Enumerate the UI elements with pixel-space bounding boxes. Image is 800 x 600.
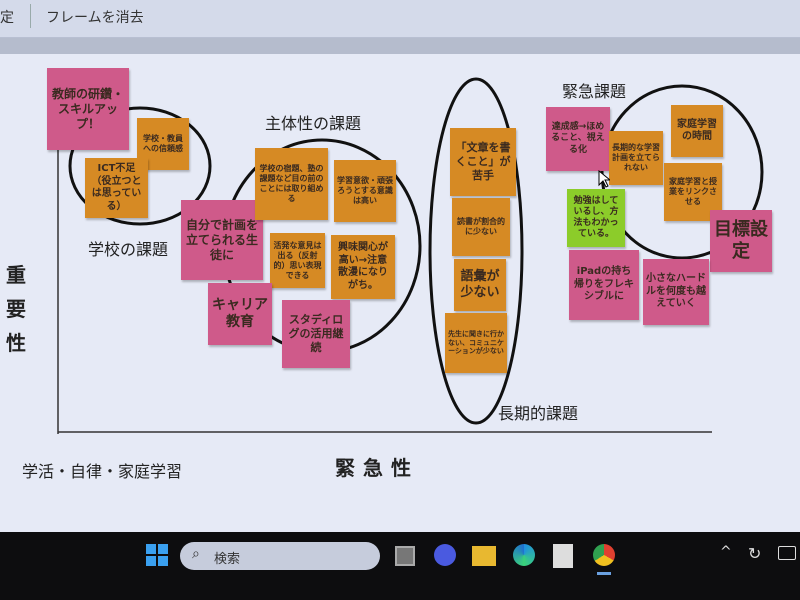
sticky-note[interactable]: 先生に聞きに行かない、コミュニケーションが少ない (445, 313, 507, 373)
toolbar: 定 フレームを消去 (0, 0, 800, 38)
label-urgent: 緊急課題 (562, 82, 627, 101)
search-icon: ⌕ (192, 546, 200, 562)
sticky-note[interactable]: キャリア教育 (208, 283, 272, 345)
toolbar-divider (30, 4, 31, 28)
sync-icon[interactable]: ↻ (748, 544, 762, 563)
sticky-note[interactable]: 語彙が少ない (454, 259, 506, 311)
edge-icon[interactable] (513, 544, 535, 566)
sticky-note[interactable]: 長期的な学習計画を立てられない (609, 131, 663, 185)
meet-icon[interactable] (434, 544, 456, 566)
sticky-note[interactable]: 目標設定 (710, 210, 772, 272)
slide-canvas: 学校の課題 主体性の課題 緊急課題 長期的課題 重要性 緊急性 学活・自律・家庭… (0, 54, 800, 532)
sticky-note[interactable]: 読書が割合的に少ない (452, 198, 510, 256)
label-longterm: 長期的課題 (498, 404, 579, 423)
ruler-strip (0, 38, 800, 54)
sticky-note[interactable]: 学習意欲・頑張ろうとする意識は高い (334, 160, 396, 222)
toolbar-item-partial[interactable]: 定 (0, 10, 14, 26)
windows-start-icon[interactable] (146, 544, 168, 570)
keyboard-icon[interactable] (778, 546, 796, 560)
active-app-indicator (597, 572, 611, 575)
task-view-icon[interactable] (395, 546, 415, 566)
taskbar-search-input[interactable]: ⌕ 検索 (180, 542, 380, 570)
label-school-issue: 学校の課題 (88, 240, 169, 259)
taskbar: ⌕ 検索 ^ ↻ (0, 532, 800, 600)
sticky-note[interactable]: 小さなハードルを何度も越えていく (643, 259, 709, 325)
chevron-up-icon[interactable]: ^ (720, 544, 732, 560)
sticky-note[interactable]: 「文章を書くこと」が苦手 (450, 128, 516, 196)
longterm-ellipse (428, 77, 524, 425)
sticky-note[interactable]: 達成感→ほめること、視える化 (546, 107, 610, 171)
app-icon[interactable] (553, 544, 573, 568)
sticky-note[interactable]: 興味関心が高い→注意散漫になりがち。 (331, 235, 395, 299)
label-importance: 重要性 (6, 263, 26, 355)
urgent-circle (600, 84, 764, 260)
chrome-icon[interactable] (593, 544, 615, 566)
school-issue-circle (68, 106, 212, 226)
sticky-note[interactable]: ICT不足（役立つとは思っている） (85, 158, 148, 218)
label-subjectivity: 主体性の課題 (265, 114, 362, 133)
label-bottom-left: 学活・自律・家庭学習 (22, 462, 183, 481)
sticky-note[interactable]: 家庭学習の時間 (671, 105, 723, 157)
sticky-note[interactable]: 勉強はしているし、方法もわかっている。 (567, 189, 625, 247)
sticky-note[interactable]: 自分で計画を立てられる生徒に (181, 200, 263, 280)
sticky-note[interactable]: 学校・教員への信頼感 (137, 118, 189, 170)
sticky-note[interactable]: 教師の研鑽・スキルアップ！ (47, 68, 129, 150)
clear-frame-button[interactable]: フレームを消去 (46, 10, 144, 26)
sticky-note[interactable]: スタディログの活用継続 (282, 300, 350, 368)
sticky-note[interactable]: 活発な意見は出る（反射的）思い表現できる (270, 233, 325, 288)
label-urgency: 緊急性 (335, 456, 419, 480)
sticky-note[interactable]: 学校の宿題、塾の課題など目の前のことには取り組める (255, 148, 328, 220)
sticky-note[interactable]: iPadの持ち帰りをフレキシブルに (569, 250, 639, 320)
file-explorer-icon[interactable] (472, 546, 496, 566)
mouse-cursor-icon (598, 170, 610, 188)
search-placeholder: 検索 (214, 552, 241, 567)
